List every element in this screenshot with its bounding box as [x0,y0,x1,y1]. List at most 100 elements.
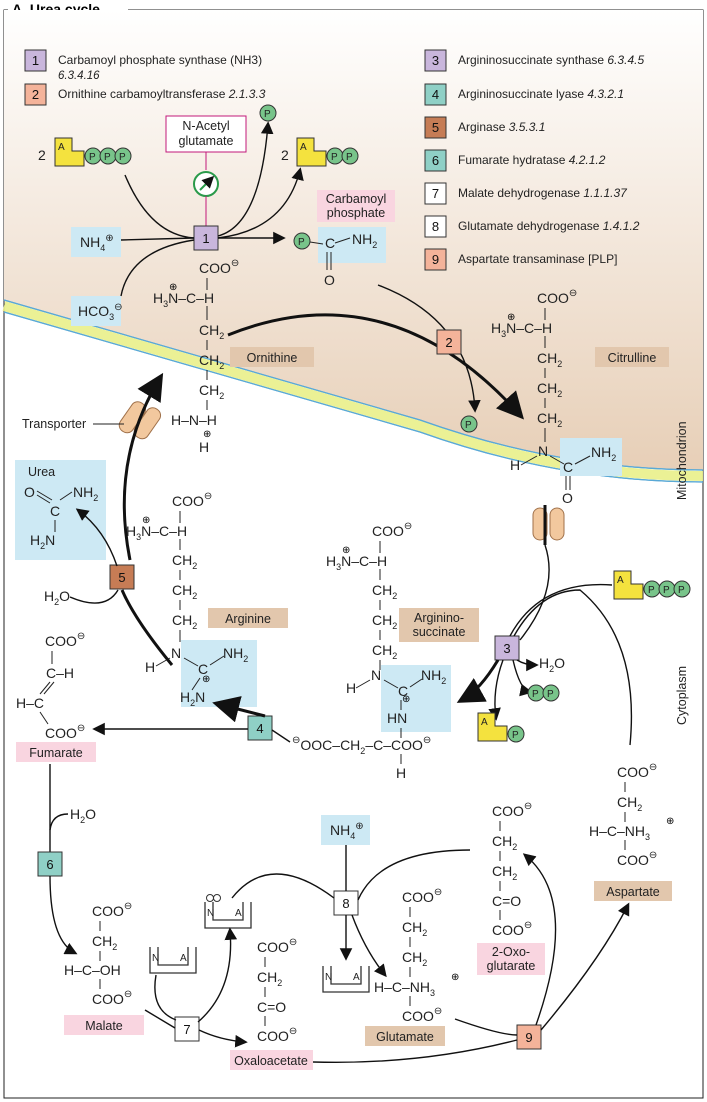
activator-icon [193,171,219,197]
enzyme-4-node: 4 [247,715,273,741]
legend-swatch [424,83,447,106]
svg-text:C: C [325,235,335,251]
svg-text:COO⊖: COO⊖ [45,631,85,649]
svg-text:COO⊖: COO⊖ [402,1006,442,1024]
svg-text:P: P [331,152,338,163]
glutamate-structure: COO⊖ CH2 CH2 H–C–NH3 ⊕ COO⊖ [374,887,459,1024]
svg-text:H: H [199,439,209,455]
legend-ec-number: 6.3.4.16 [58,70,100,82]
svg-text:P: P [264,109,271,120]
urea-label: Urea [28,465,55,479]
argininosuccinate-structure: COO⊖ H3N–C–H ⊕ CH2 CH2 CH2 H N C ⊕ NH2 H… [292,521,451,781]
enzyme-3-node: 3 [494,635,520,661]
svg-text:CH2: CH2 [172,582,197,601]
svg-text:⊕: ⊕ [666,816,674,827]
svg-text:N: N [325,972,332,983]
n-acetyl-label-1: N-Acetyl [182,119,229,133]
phosphate-icon [293,232,311,250]
svg-text:NH2: NH2 [223,645,248,664]
svg-text:CH2: CH2 [92,933,117,952]
legend-number: 2 [32,87,39,102]
svg-text:C=O: C=O [492,893,521,909]
svg-text:N: N [538,443,548,459]
enzyme-8-node: 8 [333,890,359,916]
svg-text:CH2: CH2 [617,794,642,813]
legend-enzyme-name: Malate dehydrogenase 1.1.1.37 [458,186,628,200]
fumarate-structure: COO⊖ C–H H–C COO⊖ [16,631,85,741]
svg-text:CH2: CH2 [492,863,517,882]
legend-swatch [424,182,447,205]
n-acetyl-glutamate-box [165,115,247,153]
legend-number: 3 [432,53,439,68]
svg-text:CH2: CH2 [372,582,397,601]
svg-text:P: P [89,152,96,163]
fumarate-label: Fumarate [29,746,83,760]
svg-text:P: P [663,585,670,596]
svg-text:A: A [481,717,488,728]
svg-text:H3N–C–H: H3N–C–H [326,553,387,572]
svg-text:9: 9 [525,1030,532,1045]
svg-text:P: P [678,585,685,596]
svg-text:H–C–NH3: H–C–NH3 [589,823,650,842]
legend-swatch [424,116,447,139]
legend-number: 1 [32,53,39,68]
malate-label: Malate [85,1019,123,1033]
svg-text:COO⊖: COO⊖ [372,521,412,539]
svg-text:NH2: NH2 [352,231,377,250]
svg-text:NH2: NH2 [591,444,616,463]
transporter-icon [532,507,565,541]
svg-text:2: 2 [281,147,289,163]
svg-text:COO⊖: COO⊖ [492,920,532,938]
enzyme-5-node: 5 [109,564,135,590]
phosphate-icon [460,415,478,433]
svg-text:P: P [547,689,554,700]
enzyme-2-node: 2 [436,329,462,355]
svg-text:P: P [465,420,472,431]
nh4-label-8: NH4⊕ [330,821,364,841]
svg-text:C–H: C–H [46,665,74,681]
svg-text:COO⊖: COO⊖ [92,901,132,919]
nh4-box [71,227,121,257]
svg-text:N: N [207,908,214,919]
svg-text:2: 2 [445,335,452,350]
aspartate-label: Aspartate [606,885,660,899]
legend-enzyme-name: Carbamoyl phosphate synthase (NH3) [58,53,262,67]
svg-text:O: O [24,484,35,500]
svg-text:CH2: CH2 [199,382,224,401]
atp-icon: 2 A P P P [38,137,132,167]
aspartate-structure: COO⊖ CH2 H–C–NH3 ⊕ COO⊖ [589,762,674,868]
transporter-label: Transporter [22,417,86,431]
svg-text:H: H [510,457,520,473]
phosphate-icon: P [259,104,277,122]
arginine-structure: COO⊖ H3N–C–H ⊕ CH2 CH2 CH2 H N C ⊕ NH2 H… [126,491,257,708]
svg-text:⊕: ⊕ [142,515,150,526]
svg-text:CH2: CH2 [372,612,397,631]
svg-text:A: A [180,953,187,964]
svg-text:P: P [119,152,126,163]
enzyme-1-node: 1 [193,225,219,251]
svg-text:H2N: H2N [30,532,55,551]
svg-text:CH2: CH2 [172,552,197,571]
svg-text:CH2: CH2 [402,919,427,938]
svg-text:C: C [398,683,408,699]
svg-text:CH2: CH2 [492,833,517,852]
svg-text:COO⊖: COO⊖ [199,258,239,276]
legend-enzyme-name: Aspartate transaminase [PLP] [458,252,617,266]
adp-icon: 2 A P P [281,137,359,167]
carbamoyl-label-1: Carbamoyl [326,192,386,206]
svg-text:7: 7 [183,1022,190,1037]
svg-text:N: N [152,953,159,964]
legend-number: 5 [432,120,439,135]
svg-text:CH2: CH2 [199,352,224,371]
legend-swatch [24,83,47,106]
legend-enzyme-name: Argininosuccinate synthase 6.3.4.5 [458,53,644,67]
svg-text:⊕: ⊕ [402,694,410,705]
svg-text:NH2: NH2 [73,484,98,503]
hco3-box [71,296,121,326]
svg-text:O: O [562,490,573,506]
legend-number: 9 [432,252,439,267]
legend-swatch [424,49,447,72]
